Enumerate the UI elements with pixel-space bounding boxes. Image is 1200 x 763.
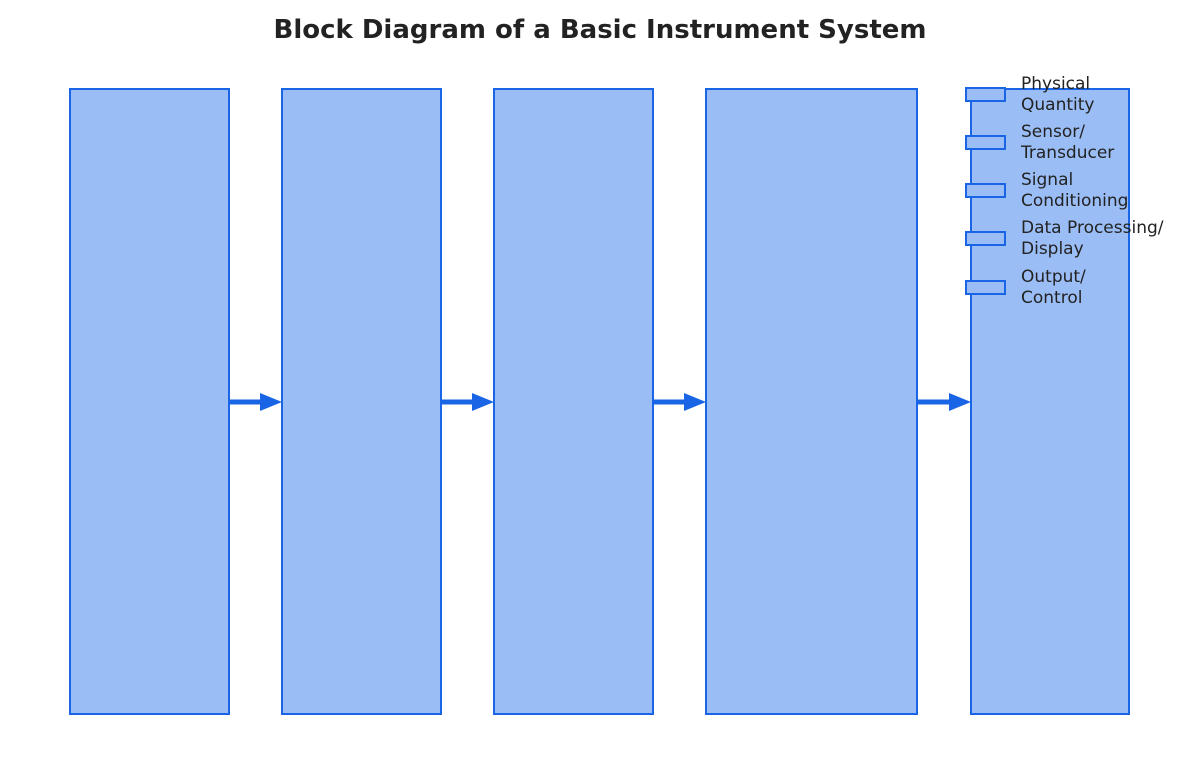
legend-label-line1: Physical: [1021, 74, 1090, 94]
arrow-head: [472, 393, 494, 411]
block-physical-quantity: [69, 88, 230, 715]
legend-label-line1: Data Processing/: [1021, 218, 1164, 238]
legend-label-line1: Output/: [1021, 267, 1086, 287]
arrow-sensor-transducer-to-signal-conditioning: [441, 393, 494, 411]
legend-item-sensor-transducer: Sensor/ Transducer: [965, 122, 1114, 163]
arrow-physical-quantity-to-sensor-transducer: [229, 393, 282, 411]
arrow-head: [684, 393, 706, 411]
block-data-processing-display: [705, 88, 918, 715]
legend-item-data-processing-display: Data Processing/ Display: [965, 218, 1169, 259]
legend-label-line1: Sensor/: [1021, 122, 1085, 142]
arrow-signal-conditioning-to-data-processing-display: [653, 393, 706, 411]
legend: Physical Quantity Sensor/ Transducer Sig…: [965, 74, 1169, 308]
legend-swatch: [965, 280, 1006, 295]
legend-label: Sensor/ Transducer: [1020, 122, 1114, 163]
legend-label: Data Processing/ Display: [1021, 218, 1169, 259]
legend-swatch: [965, 231, 1006, 246]
legend-label: Physical Quantity: [1021, 74, 1096, 115]
arrow-data-processing-display-to-output-control: [917, 393, 971, 411]
arrow-head: [260, 393, 282, 411]
diagram-title: Block Diagram of a Basic Instrument Syst…: [274, 15, 927, 45]
legend-label-line2: Display: [1021, 239, 1084, 259]
blocks-layer: [69, 88, 1130, 715]
legend-label-line2: Control: [1021, 288, 1082, 308]
legend-label-line2: Quantity: [1021, 95, 1094, 115]
arrows-layer: [229, 393, 971, 411]
legend-swatch: [965, 87, 1006, 102]
legend-label-line2: Conditioning: [1021, 191, 1128, 211]
arrow-head: [949, 393, 971, 411]
legend-swatch: [965, 183, 1006, 198]
legend-label-line1: Signal: [1021, 170, 1073, 190]
legend-item-output-control: Output/ Control: [965, 267, 1091, 308]
legend-item-signal-conditioning: Signal Conditioning: [965, 170, 1128, 211]
legend-swatch: [965, 135, 1006, 150]
legend-item-physical-quantity: Physical Quantity: [965, 74, 1096, 115]
block-signal-conditioning: [493, 88, 654, 715]
legend-label: Output/ Control: [1021, 267, 1091, 308]
legend-label: Signal Conditioning: [1021, 170, 1128, 211]
block-sensor-transducer: [281, 88, 442, 715]
legend-label-line2: Transducer: [1020, 143, 1114, 163]
